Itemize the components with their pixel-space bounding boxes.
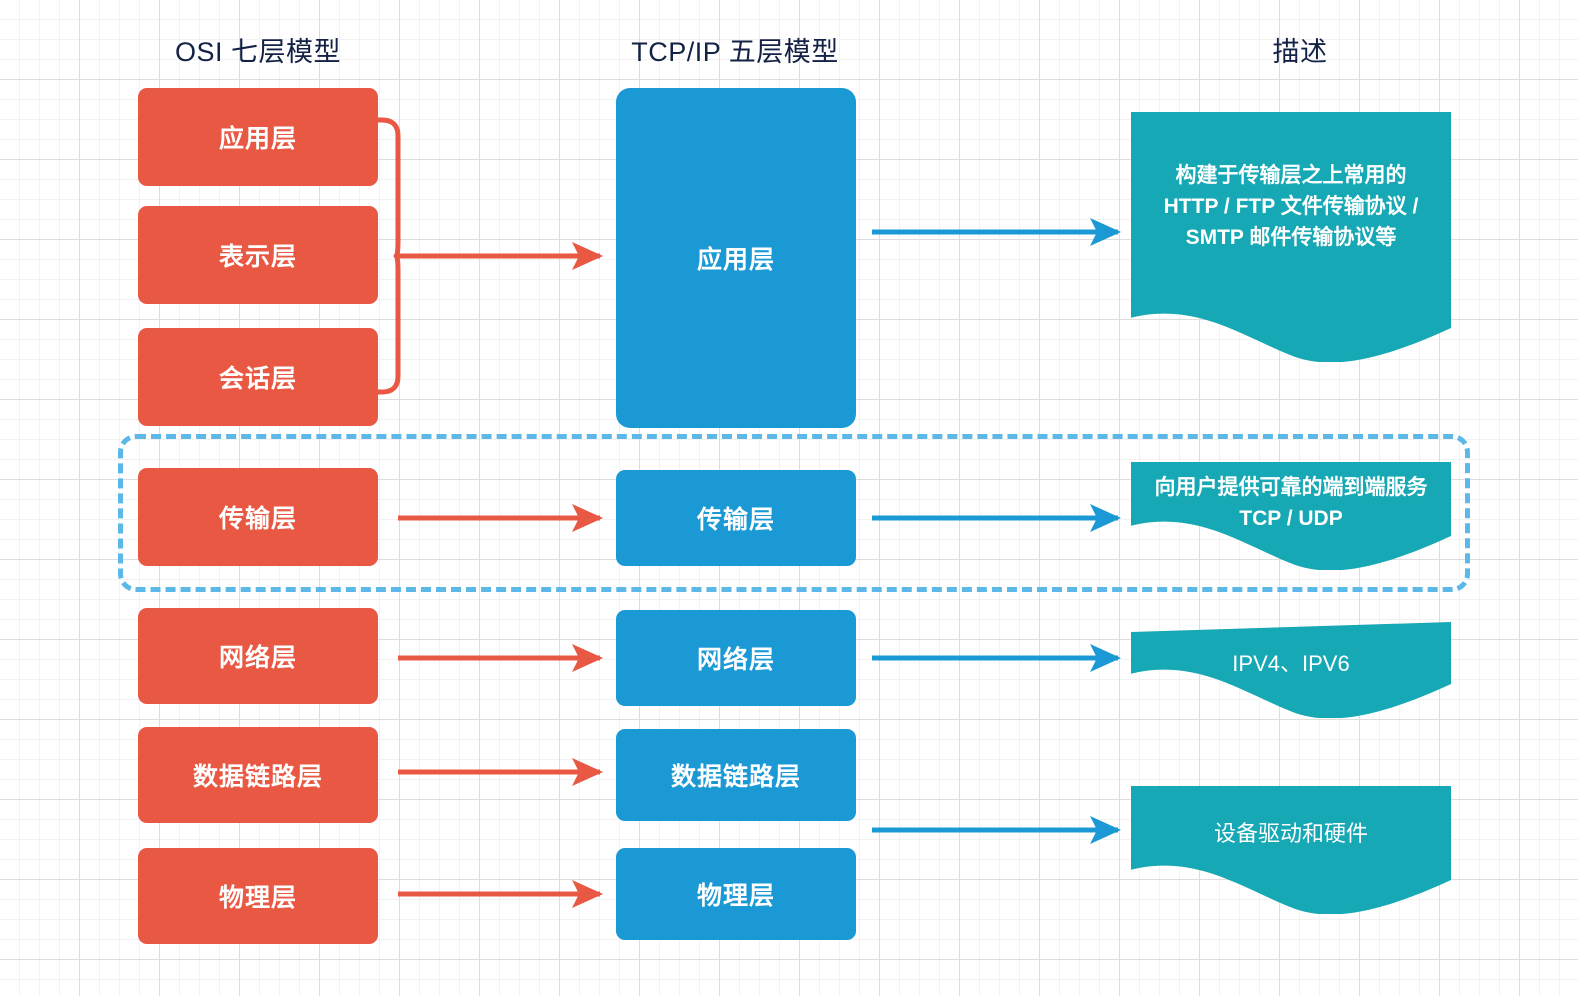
column-header-osi: OSI 七层模型 <box>174 37 342 67</box>
tcpip-layer-physical-label: 物理层 <box>696 882 775 910</box>
osi-layer-session-label: 会话层 <box>218 365 297 393</box>
osi-layer-application-label: 应用层 <box>218 125 297 153</box>
tcpip-layer-datalink-label: 数据链路层 <box>670 763 801 791</box>
osi-layer-network-label: 网络层 <box>218 644 297 672</box>
tcpip-layer-transport[interactable]: 传输层 <box>616 470 856 566</box>
wave-shape-application <box>1131 112 1451 362</box>
osi-layer-physical-label: 物理层 <box>218 884 297 912</box>
osi-layer-transport[interactable]: 传输层 <box>138 468 378 566</box>
osi-layer-datalink-label: 数据链路层 <box>192 763 323 791</box>
column-header-description: 描述 <box>1272 37 1328 67</box>
osi-layer-session[interactable]: 会话层 <box>138 328 378 426</box>
description-banner-application: 构建于传输层之上常用的 HTTP / FTP 文件传输协议 / SMTP 邮件传… <box>1131 112 1451 362</box>
tcpip-layer-physical[interactable]: 物理层 <box>616 848 856 940</box>
osi-layer-datalink[interactable]: 数据链路层 <box>138 727 378 823</box>
description-banner-transport: 向用户提供可靠的端到端服务 TCP / UDP <box>1131 462 1451 570</box>
wave-shape-network <box>1131 622 1451 718</box>
tcpip-layer-network-label: 网络层 <box>696 646 775 674</box>
wave-shape-physical <box>1131 786 1451 914</box>
osi-layer-presentation[interactable]: 表示层 <box>138 206 378 304</box>
tcpip-layer-transport-label: 传输层 <box>696 506 775 534</box>
tcpip-layer-application-label: 应用层 <box>696 246 775 274</box>
transport-layer-highlight-box <box>118 434 1470 592</box>
description-banner-physical: 设备驱动和硬件 <box>1131 786 1451 914</box>
osi-layer-network[interactable]: 网络层 <box>138 608 378 704</box>
osi-layer-application[interactable]: 应用层 <box>138 88 378 186</box>
osi-layer-physical[interactable]: 物理层 <box>138 848 378 944</box>
tcpip-layer-network[interactable]: 网络层 <box>616 610 856 706</box>
wave-shape-transport <box>1131 462 1451 570</box>
tcpip-layer-datalink[interactable]: 数据链路层 <box>616 729 856 821</box>
column-header-tcpip: TCP/IP 五层模型 <box>631 37 839 67</box>
osi-layer-transport-label: 传输层 <box>218 505 297 533</box>
osi-layer-presentation-label: 表示层 <box>218 243 297 271</box>
description-banner-network: IPV4、IPV6 <box>1131 622 1451 718</box>
tcpip-layer-application[interactable]: 应用层 <box>616 88 856 428</box>
